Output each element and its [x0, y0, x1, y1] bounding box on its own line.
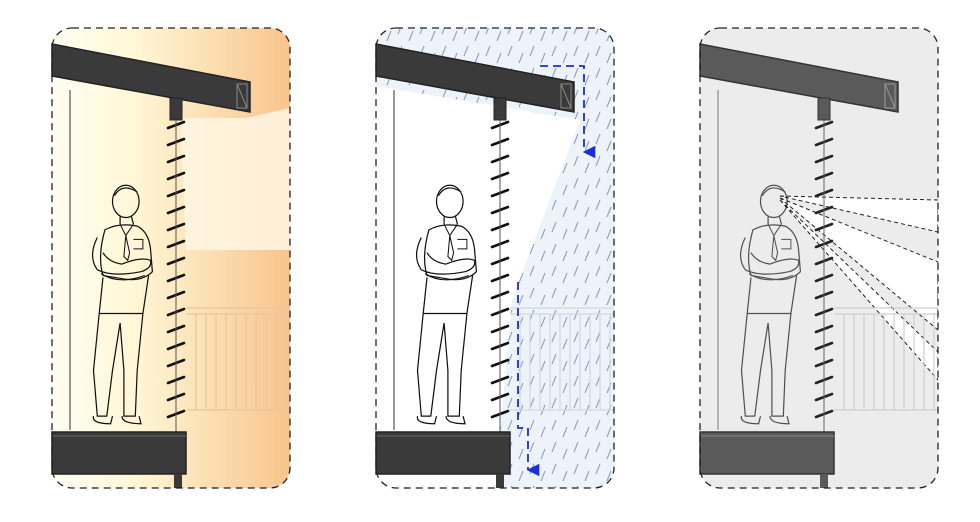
railing	[834, 307, 938, 411]
column-head	[817, 97, 831, 121]
column-head	[493, 97, 507, 121]
panel-frame	[699, 27, 939, 489]
panel-view	[699, 27, 939, 489]
railing	[510, 307, 614, 411]
light-cone	[180, 108, 290, 250]
column-head	[169, 97, 183, 121]
water-flow-arrow-roof	[540, 65, 596, 159]
panel-rain	[375, 27, 615, 489]
railing	[186, 307, 290, 411]
panel-sunlight	[51, 27, 291, 489]
panel-frame	[51, 27, 291, 489]
water-flow-arrow-facade	[517, 282, 540, 477]
floor-slab	[51, 431, 187, 488]
floor-slab	[375, 431, 511, 488]
panel-frame	[375, 27, 615, 489]
